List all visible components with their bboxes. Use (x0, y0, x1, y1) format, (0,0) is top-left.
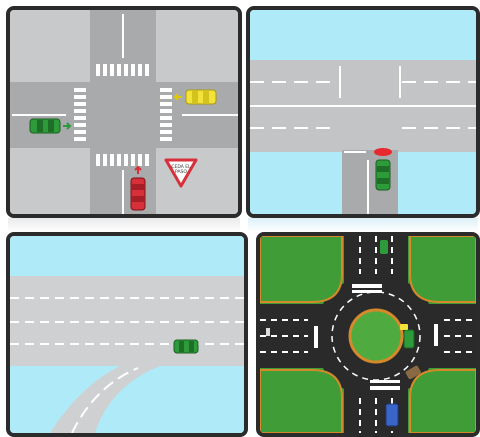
t-junction-scene (250, 10, 476, 214)
yellow-car[interactable] (185, 89, 217, 105)
green-car[interactable] (375, 159, 391, 191)
lane-markings (250, 81, 476, 129)
crosswalk-top (96, 64, 149, 76)
green-car-top[interactable] (380, 240, 388, 254)
highway-merge-panel[interactable] (6, 232, 248, 437)
give-way-sign-icon: CEDA EL PASO (164, 158, 198, 188)
roundabout-island (348, 308, 404, 364)
direction-arrow-icon (63, 122, 72, 130)
blue-car[interactable] (385, 403, 399, 427)
stop-marker (374, 148, 392, 156)
intersection-scene: CEDA EL PASO (10, 10, 238, 214)
brown-car[interactable] (405, 365, 422, 380)
crosswalk-left (74, 88, 86, 141)
direction-arrow-icon (173, 93, 182, 101)
green-car[interactable] (403, 329, 415, 349)
intersection-panel[interactable]: CEDA EL PASO (6, 6, 242, 218)
crosswalk-bottom (96, 154, 149, 166)
highway-merge-scene (10, 236, 244, 433)
give-way-sign-text-2: PASO (175, 169, 187, 175)
direction-arrow-icon (134, 165, 142, 174)
give-way-sign-text-1: CEDA EL (171, 164, 191, 170)
yellow-car[interactable] (400, 324, 408, 330)
roundabout-panel[interactable] (256, 232, 480, 437)
t-junction-panel[interactable] (246, 6, 480, 218)
roundabout-scene (260, 236, 476, 433)
panel-reflection-left (8, 218, 240, 232)
green-car[interactable] (29, 118, 61, 134)
green-car[interactable] (173, 339, 199, 354)
panel-reflection-right (248, 218, 478, 232)
red-car[interactable] (130, 177, 146, 211)
lane-markings (10, 297, 244, 345)
crosswalk-right (160, 88, 172, 141)
